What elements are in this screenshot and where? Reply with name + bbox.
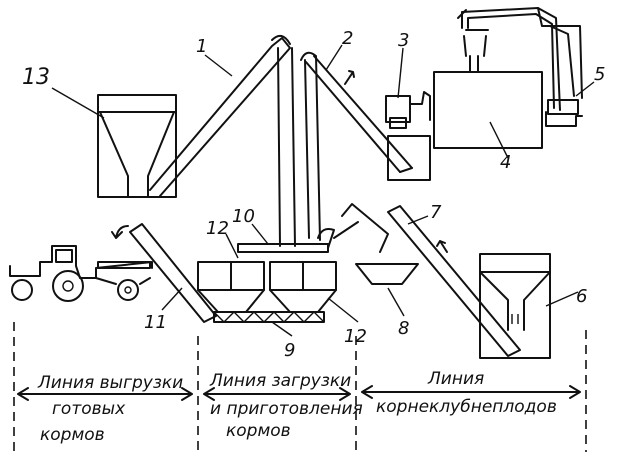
label-1: 1	[196, 36, 207, 57]
bin-12-right	[269, 261, 337, 313]
leader-8	[387, 287, 405, 317]
label-4: 4	[500, 152, 511, 173]
label-8: 8	[398, 318, 409, 339]
unit-3	[385, 91, 431, 129]
arrow-7	[436, 240, 448, 253]
leader-5	[575, 81, 595, 97]
label-13: 13	[22, 65, 50, 90]
section-roots-line1: Линия	[427, 369, 484, 389]
label-3: 3	[398, 30, 409, 51]
chute	[317, 203, 389, 253]
section-unload-line3: кормов	[40, 425, 105, 445]
section-dividers	[13, 322, 587, 452]
unit-5	[457, 7, 583, 127]
hopper-6	[479, 253, 551, 359]
label-2: 2	[342, 28, 353, 49]
leader-6	[545, 291, 579, 307]
leader-13	[51, 87, 105, 119]
section-unload-line1: Линия выгрузки	[37, 373, 183, 393]
distributor-10	[237, 243, 329, 253]
arrow-2	[344, 70, 355, 85]
section-unload-line2: готовых	[52, 399, 126, 419]
screw-9	[213, 311, 325, 323]
section-load-line1: Линия загрузки	[209, 371, 351, 391]
label-11: 11	[144, 312, 167, 333]
leader-9	[271, 321, 293, 337]
leader-1	[204, 54, 233, 77]
hopper-13	[97, 94, 177, 198]
elevator-central	[277, 47, 321, 247]
section-roots-line2: корнеклубнеплодов	[376, 397, 557, 417]
label-10: 10	[232, 206, 255, 227]
label-6: 6	[576, 286, 587, 307]
leader-11	[161, 287, 183, 311]
label-7: 7	[430, 202, 442, 223]
trough-8	[355, 263, 419, 285]
label-9: 9	[284, 340, 295, 361]
section-load-line2: и приготовления	[210, 399, 363, 419]
conveyor-7	[387, 205, 521, 357]
unit-4	[387, 55, 543, 181]
leader-4	[489, 121, 509, 159]
leader-2	[325, 44, 343, 71]
leader-7	[407, 215, 429, 225]
label-12-left: 12	[206, 218, 229, 239]
conveyor-11	[111, 223, 217, 323]
conveyor-1	[149, 34, 291, 197]
leader-3	[397, 47, 404, 99]
section-load-line3: кормов	[226, 421, 291, 441]
tractor-trailer	[9, 245, 153, 302]
leader-12b	[327, 297, 359, 323]
leader-10	[251, 223, 269, 245]
leader-12a	[225, 233, 239, 259]
label-12-right: 12	[344, 326, 367, 347]
conveyor-2	[305, 55, 413, 173]
label-5: 5	[594, 64, 605, 85]
